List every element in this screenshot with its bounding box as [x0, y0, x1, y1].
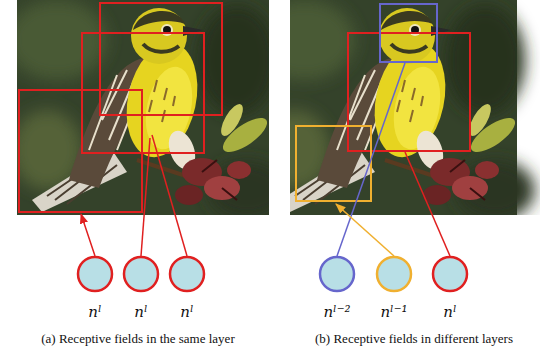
neuron-label: nˡ⁻¹	[354, 303, 434, 321]
neuron-node: nˡ⁻²	[317, 255, 357, 321]
neuron-label: nˡ	[55, 303, 135, 321]
leader-line	[81, 214, 95, 256]
leader-line	[152, 135, 187, 256]
neuron-circle	[121, 255, 161, 293]
neuron-label: nˡ	[147, 303, 227, 321]
leader-line	[336, 204, 394, 256]
leader-line	[141, 138, 150, 256]
neuron-node: nˡ	[167, 255, 207, 321]
leader-line	[405, 152, 450, 256]
neuron-label: nˡ	[101, 303, 181, 321]
neuron-node: nˡ	[121, 255, 161, 321]
receptive-field	[380, 4, 437, 62]
subfigure-caption: (b) Receptive fields in different layers	[315, 331, 513, 347]
neuron-circle	[374, 255, 414, 293]
neuron-label: nˡ⁻²	[297, 303, 377, 321]
neuron-circle	[317, 255, 357, 293]
bird-photo	[290, 0, 535, 215]
receptive-field	[348, 33, 470, 151]
neuron-node: nˡ	[430, 255, 470, 321]
neuron-node: nˡ	[75, 255, 115, 321]
neuron-circle	[430, 255, 470, 293]
bird-photo	[17, 0, 269, 215]
neuron-circle	[167, 255, 207, 293]
subfigure-caption: (a) Receptive fields in the same layer	[41, 331, 234, 347]
receptive-field	[19, 3, 222, 212]
neuron-circle	[75, 255, 115, 293]
neuron-node: nˡ⁻¹	[374, 255, 414, 321]
leader-line	[337, 63, 405, 256]
neuron-label: nˡ	[410, 303, 490, 321]
